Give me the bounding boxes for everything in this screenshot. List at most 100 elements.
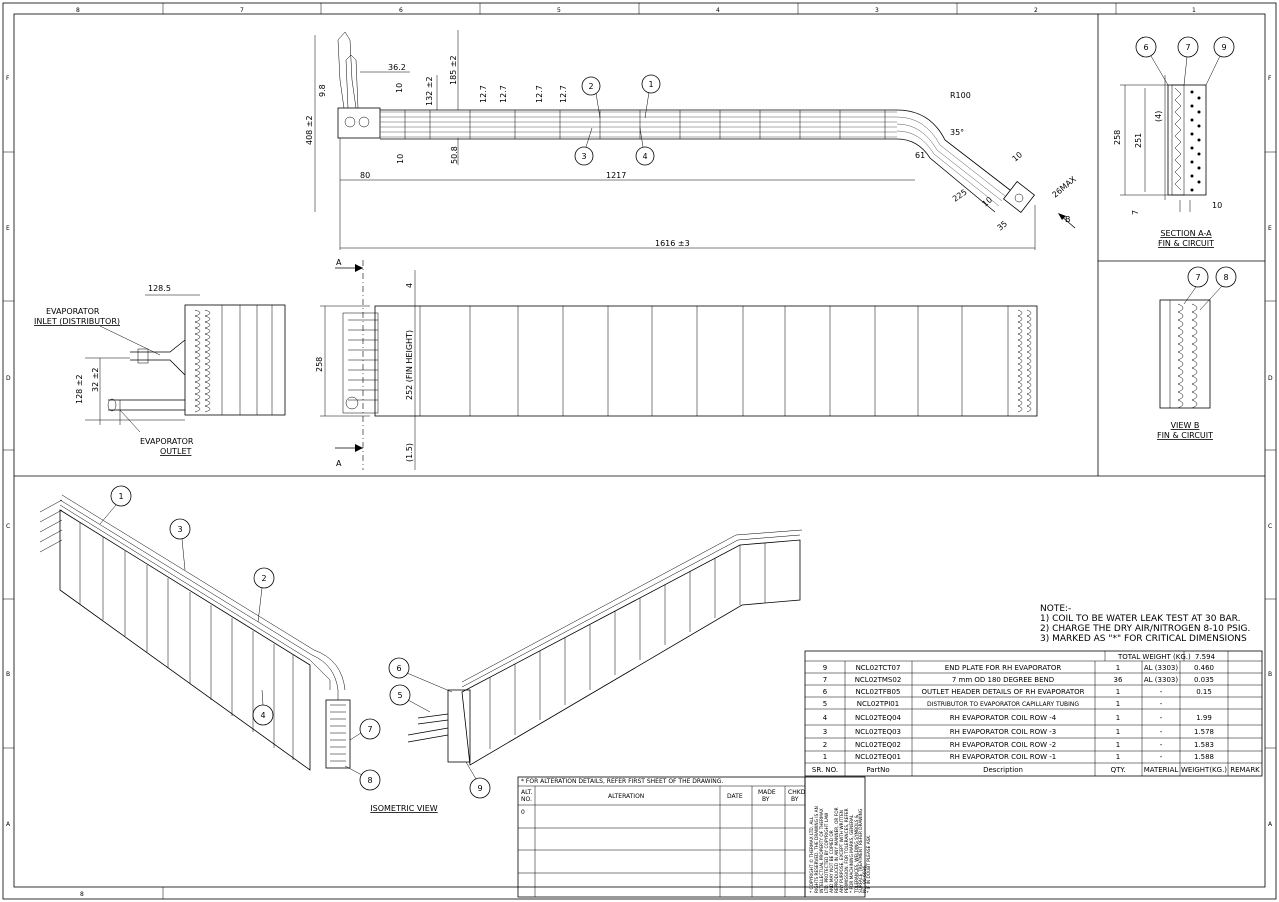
bom-h-desc: Description <box>983 766 1023 774</box>
balloon-iso-7: 7 <box>367 725 372 734</box>
bom-r2-part: NCL02TFB05 <box>856 688 901 696</box>
bom-r7-qty: 1 <box>1116 753 1120 761</box>
zone-row-C-right: C <box>1268 523 1272 530</box>
zone-col-6: 6 <box>399 7 403 14</box>
bom-r5-part: NCL02TEQ03 <box>855 728 901 736</box>
balloon-top-1: 1 <box>648 80 653 89</box>
bom-r2-wt: 0.15 <box>1196 688 1212 696</box>
note-2: 2) CHARGE THE DRY AIR/NITROGEN 8-10 PSIG… <box>1040 624 1250 634</box>
bom-h-wt: WEIGHT(KG.) <box>1181 766 1227 774</box>
copyright-line-5: AND MAY NOT BE COPIED OR <box>829 830 835 893</box>
dim-9-8: 9.8 <box>318 84 327 97</box>
dim-225: 225 <box>951 188 969 204</box>
copyright-line-7: ANY PURPOSE, EXCEPT WITH WRITTEN <box>839 810 845 893</box>
isometric-right <box>388 529 803 799</box>
bom-r0-part: NCL02TCT07 <box>856 664 901 672</box>
col-date: DATE <box>727 793 743 800</box>
bom-r1-mat: AL (3303) <box>1144 676 1178 684</box>
bom-r4-wt: 1.99 <box>1196 714 1212 722</box>
dim-10-bottom: 10 <box>396 154 405 164</box>
label-evap-outlet-2: OUTLET <box>160 447 192 456</box>
bom-r5-desc: RH EVAPORATOR COIL ROW -3 <box>950 728 1056 736</box>
dim-408: 408 ±2 <box>305 115 314 145</box>
zone-row-B-right: B <box>1268 671 1272 678</box>
zone-ticks <box>3 3 1276 899</box>
bom-r7-part: NCL02TEQ01 <box>855 753 901 761</box>
col-alteration: ALTERATION <box>608 793 644 800</box>
label-evap-inlet-1: EVAPORATOR <box>46 307 100 316</box>
copyright-notice: * COPYRIGHT © THERMAX LTD. ALL RIGHTS RE… <box>808 806 872 894</box>
bom-r0-mat: AL (3303) <box>1144 664 1178 672</box>
dim-132: 132 ±2 <box>425 76 434 106</box>
zone-col-2: 2 <box>1034 7 1038 14</box>
bom-r0-sr: 9 <box>823 664 827 672</box>
inner-border <box>13 13 1266 888</box>
balloon-top-3: 3 <box>581 152 586 161</box>
bom-r1-wt: 0.035 <box>1194 676 1214 684</box>
bom-r3-qty: 1 <box>1116 700 1120 708</box>
bom-total: TOTAL WEIGHT (KG.) 7.594 <box>1117 653 1216 661</box>
isometric-view-title: ISOMETRIC VIEW <box>370 804 438 813</box>
zone-col-8: 8 <box>76 7 80 14</box>
col-chkd-2: BY <box>791 796 799 803</box>
view-b <box>1159 266 1237 409</box>
dim-1616: 1616 ±3 <box>655 239 690 248</box>
copyright-line-12: NO. 00-6036. <box>862 865 868 893</box>
col-alt-1: ALT. <box>521 789 533 796</box>
notes: NOTE:- 1) COIL TO BE WATER LEAK TEST AT … <box>1040 604 1250 644</box>
section-mark-a-top: A <box>336 258 342 267</box>
col-made-1: MADE <box>758 789 776 796</box>
bom-table <box>804 650 1263 777</box>
sec-dim-7: 7 <box>1131 210 1140 215</box>
copyright-line-10: TOLERANCES, WELDING SYMBOLS & <box>854 814 860 894</box>
bom-r2-qty: 1 <box>1116 688 1120 696</box>
bom-total-value: 7.594 <box>1195 653 1216 661</box>
bom-r2-desc: OUTLET HEADER DETAILS OF RH EVAPORATOR <box>922 688 1085 696</box>
balloon-viewb-8: 8 <box>1223 273 1228 282</box>
alteration-note: * FOR ALTERATION DETAILS, REFER FIRST SH… <box>521 778 723 785</box>
alt-row-0: 0 <box>521 809 525 816</box>
section-a-a <box>1120 36 1235 212</box>
copyright-line-11: SURFACE TREATMENT REFER DRAWING <box>858 809 864 893</box>
dim-35deg: 35° <box>950 128 964 137</box>
col-chkd-1: CHKD <box>788 789 806 796</box>
view-b-subtitle: FIN & CIRCUIT <box>1157 431 1213 440</box>
front-dim-fin-height: 252 (FIN HEIGHT) <box>405 330 414 400</box>
bom-r0-desc: END PLATE FOR RH EVAPORATOR <box>945 664 1062 672</box>
bom-r7-sr: 1 <box>823 753 827 761</box>
note-3: 3) MARKED AS "*" FOR CRITICAL DIMENSIONS <box>1040 634 1247 644</box>
zone-row-F: F <box>6 75 10 82</box>
bom-r6-sr: 2 <box>823 741 827 749</box>
bom-r7-wt: 1.588 <box>1194 753 1214 761</box>
zone-col-1: 1 <box>1192 7 1196 14</box>
copyright-line-2: RIGHTS RESERVED. THE DRAWING IS AN <box>814 806 820 893</box>
balloon-iso-2: 2 <box>261 574 266 583</box>
bom-h-remark: REMARK <box>1230 766 1260 774</box>
dim-10-bend: 10 <box>981 195 995 208</box>
bom-r3-part: NCL02TPI01 <box>857 700 899 708</box>
bom-r5-sr: 3 <box>823 728 827 736</box>
bom-r6-wt: 1.583 <box>1194 741 1214 749</box>
bom-r7-desc: RH EVAPORATOR COIL ROW -1 <box>950 753 1056 761</box>
zone-row-C: C <box>6 523 10 530</box>
zone-col-7: 7 <box>240 7 244 14</box>
bom-r1-sr: 7 <box>823 676 827 684</box>
zone-col-4: 4 <box>716 7 720 14</box>
balloon-sec-7: 7 <box>1185 43 1190 52</box>
copyright-line-6: REPRODUCED IN ANY MANNER, OR FOR <box>834 807 840 893</box>
dim-12-7-c: 12.7 <box>535 85 544 103</box>
dim-1217: 1217 <box>606 171 626 180</box>
dim-50-8: 50.8 <box>450 146 459 164</box>
bom-r3-mat: - <box>1160 700 1163 708</box>
balloon-iso-5: 5 <box>397 691 402 700</box>
bom-r4-mat: - <box>1160 714 1163 722</box>
section-aa-title: SECTION A-A <box>1160 229 1212 238</box>
dim-36-2: 36.2 <box>388 63 406 72</box>
bom-h-mat: MATERIAL <box>1144 766 1179 774</box>
bom-r2-sr: 6 <box>823 688 828 696</box>
zone-row-F-right: F <box>1268 75 1272 82</box>
dim-r100: R100 <box>950 91 971 100</box>
bom-r6-qty: 1 <box>1116 741 1120 749</box>
view-b-title: VIEW B <box>1171 421 1200 430</box>
